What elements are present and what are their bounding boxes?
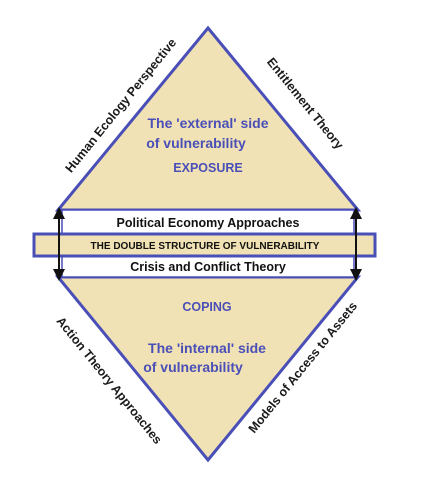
double-structure-label: THE DOUBLE STRUCTURE OF VULNERABILITY [91, 241, 320, 252]
crisis-conflict-label: Crisis and Conflict Theory [130, 260, 286, 274]
political-economy-label: Political Economy Approaches [117, 216, 300, 230]
double-structure-bar [32, 232, 377, 258]
internal-side-line2: of vulnerability [143, 359, 243, 375]
external-side-line2: of vulnerability [146, 135, 246, 151]
exposure-keyword: EXPOSURE [173, 161, 242, 175]
political-economy-band [61, 209, 355, 235]
internal-side-line1: The 'internal' side [148, 340, 266, 356]
coping-keyword: COPING [182, 300, 231, 314]
external-side-line1: The 'external' side [147, 115, 268, 131]
